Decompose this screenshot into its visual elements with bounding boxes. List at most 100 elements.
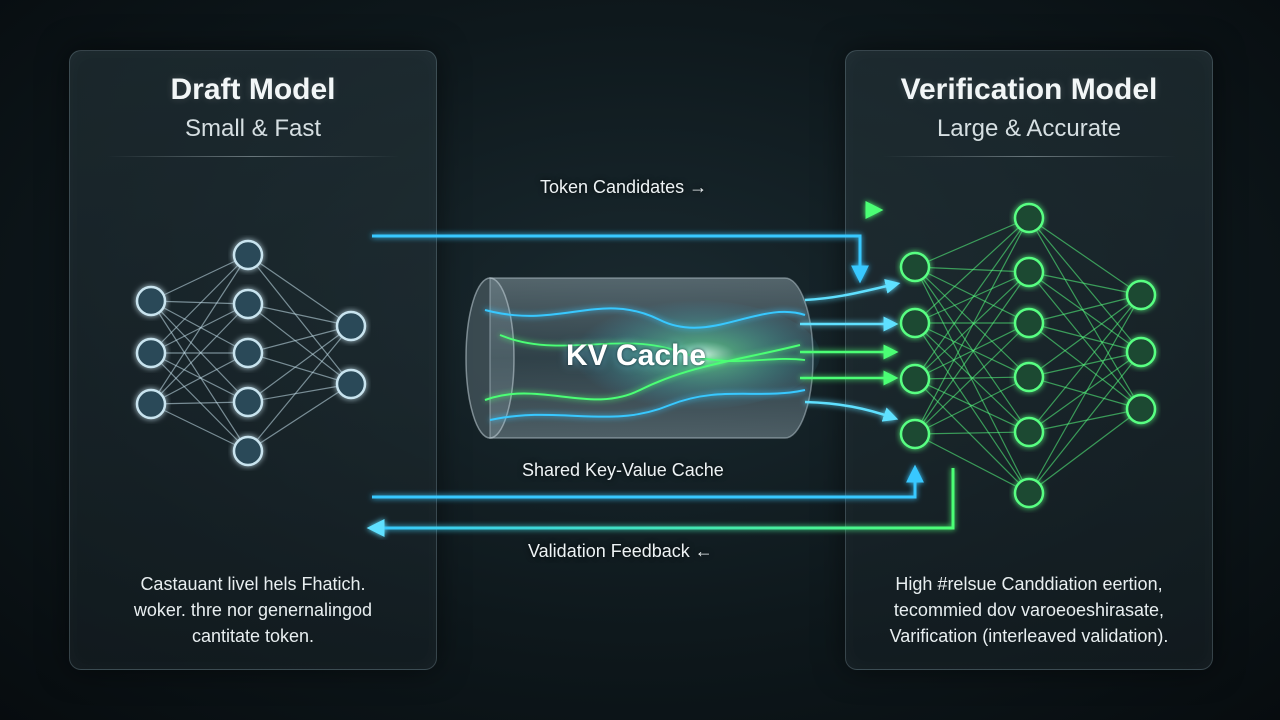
token-candidates-label: Token Candidates → bbox=[540, 177, 708, 197]
network-edge bbox=[914, 271, 1030, 435]
verification-model-divider bbox=[882, 156, 1176, 157]
network-node bbox=[899, 363, 931, 395]
network-node bbox=[1125, 279, 1157, 311]
network-edge bbox=[914, 217, 1030, 324]
network-edge bbox=[914, 266, 1030, 273]
network-edge bbox=[150, 300, 249, 354]
cache-streak-blue bbox=[484, 307, 806, 329]
network-edge bbox=[914, 266, 1030, 324]
draft-model-panel: Draft Model Small & Fast Castauant livel… bbox=[69, 50, 437, 670]
network-edge bbox=[1028, 217, 1142, 353]
draft-neural-network bbox=[135, 239, 367, 467]
network-edge bbox=[1028, 351, 1142, 433]
network-edge bbox=[914, 217, 1030, 268]
network-edge bbox=[914, 378, 1030, 494]
network-node bbox=[232, 435, 264, 467]
network-edge bbox=[150, 303, 249, 405]
network-edge bbox=[247, 352, 352, 385]
token-candidates-arrows bbox=[365, 201, 884, 284]
network-edge bbox=[914, 322, 1030, 380]
network-edge bbox=[150, 352, 249, 405]
network-edge bbox=[1028, 217, 1142, 410]
network-edge bbox=[150, 300, 249, 452]
verification-model-description-line: Varification (interleaved validation). bbox=[889, 626, 1169, 646]
network-edge bbox=[1028, 217, 1142, 296]
network-edge bbox=[150, 352, 249, 403]
network-node bbox=[1013, 202, 1045, 234]
network-edge bbox=[150, 352, 249, 452]
network-edge bbox=[247, 254, 352, 385]
draft-model-description-line: cantitate token. bbox=[191, 626, 315, 646]
draft-model-subtitle: Small & Fast bbox=[184, 115, 322, 142]
network-node bbox=[1125, 393, 1157, 425]
network-edge bbox=[914, 266, 1030, 494]
cache-output-arrows bbox=[800, 278, 901, 422]
network-edge bbox=[247, 303, 352, 385]
kv-cache-title: KV Cache bbox=[566, 339, 707, 372]
network-node bbox=[335, 310, 367, 342]
network-node bbox=[335, 368, 367, 400]
network-edge bbox=[1028, 408, 1142, 494]
verification-model-description-line: High #relsue Canddiation eertion, bbox=[895, 574, 1163, 594]
network-edge bbox=[247, 303, 352, 327]
network-edge bbox=[1028, 322, 1142, 410]
network-edge bbox=[150, 254, 249, 405]
kv-cache-front-cap bbox=[465, 277, 515, 439]
network-edge bbox=[914, 322, 1030, 378]
network-edge bbox=[1028, 351, 1142, 378]
draft-model-divider bbox=[106, 156, 400, 157]
network-node bbox=[232, 239, 264, 271]
validation-feedback-arrow bbox=[366, 468, 955, 537]
cache-streak-green bbox=[499, 334, 806, 363]
token-candidates-down-arrow bbox=[372, 234, 869, 284]
network-edge bbox=[150, 401, 249, 405]
network-edge bbox=[914, 433, 1030, 494]
network-edge bbox=[1028, 271, 1142, 353]
network-edge bbox=[1028, 294, 1142, 494]
feedback-up-arrow bbox=[372, 464, 924, 499]
validation-feedback-arrows bbox=[366, 464, 955, 537]
network-edge bbox=[247, 325, 352, 354]
cache-output-arrow bbox=[804, 400, 899, 422]
cache-streak-green bbox=[484, 344, 801, 401]
network-edge bbox=[247, 325, 352, 403]
network-node bbox=[135, 388, 167, 420]
network-edge bbox=[247, 325, 352, 452]
network-edge bbox=[914, 322, 1030, 435]
network-edge bbox=[914, 431, 1030, 435]
draft-model-description: Castauant livel hels Fhatich. woker. thr… bbox=[90, 571, 416, 649]
network-node bbox=[135, 285, 167, 317]
network-node bbox=[1125, 336, 1157, 368]
network-edge bbox=[914, 376, 1030, 435]
network-node bbox=[899, 307, 931, 339]
kv-cache-streaks bbox=[484, 307, 806, 421]
network-node bbox=[899, 418, 931, 450]
network-edge bbox=[1028, 408, 1142, 433]
network-edge bbox=[247, 383, 352, 403]
network-node bbox=[232, 386, 264, 418]
draft-model-description-line: Castauant livel hels Fhatich. bbox=[140, 574, 366, 594]
draft-model-description-line: woker. thre nor genernalingod bbox=[133, 600, 373, 620]
network-edge bbox=[1028, 351, 1142, 494]
network-edge bbox=[150, 403, 249, 452]
network-node bbox=[135, 337, 167, 369]
network-node bbox=[1013, 256, 1045, 288]
network-edge bbox=[150, 300, 249, 403]
network-node bbox=[1013, 416, 1045, 448]
verification-model-subtitle: Large & Accurate bbox=[936, 115, 1122, 142]
verification-neural-network bbox=[899, 202, 1157, 509]
network-edge bbox=[247, 254, 352, 327]
draft-model-title: Draft Model bbox=[170, 73, 336, 106]
network-edge bbox=[914, 217, 1030, 435]
network-node bbox=[1013, 361, 1045, 393]
network-edge bbox=[1028, 294, 1142, 433]
network-edge bbox=[1028, 271, 1142, 410]
network-edge bbox=[1028, 271, 1142, 296]
network-node bbox=[1013, 477, 1045, 509]
network-edge bbox=[1028, 322, 1142, 353]
network-edge bbox=[150, 254, 249, 302]
network-edge bbox=[150, 300, 249, 305]
network-edge bbox=[150, 254, 249, 354]
verification-model-description-line: tecommied dov varoeoeshirasate, bbox=[893, 600, 1165, 620]
network-node bbox=[899, 251, 931, 283]
